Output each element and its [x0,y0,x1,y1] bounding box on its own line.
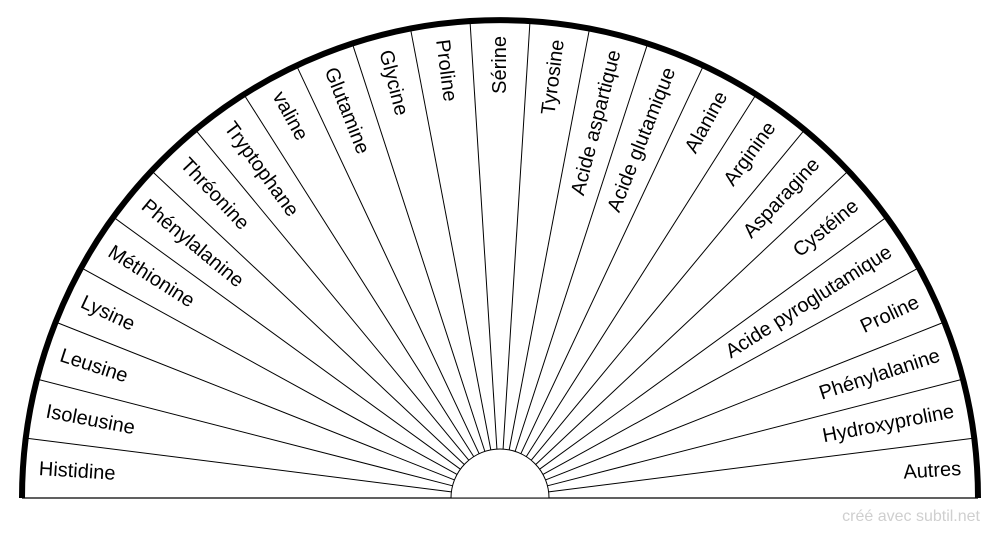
sector-divider [542,268,918,475]
sector-divider [152,171,465,465]
sector-label: Leusine [57,345,130,388]
sector-divider [545,322,943,481]
sector-divider [514,45,648,452]
sector-label: Glutamine [320,64,374,157]
sector-divider [352,45,486,452]
sector-divider [38,379,453,487]
sector-divider [525,95,756,457]
sector-divider [548,437,973,493]
credit-text: créé avec subtil.net [842,508,980,525]
sector-label: Lysine [77,291,138,335]
sector-divider [244,95,475,457]
sector-divider [114,217,461,470]
sector-label: Histidine [38,458,116,485]
sector-divider [539,217,886,470]
sector-label: Proline [857,291,923,337]
sector-divider [296,67,480,454]
sector-label: Thréonine [176,154,254,235]
sector-label: Hydroxyproline [821,401,956,448]
sector-divider [57,322,455,481]
sector-divider [469,22,498,450]
outer-arc [19,17,981,499]
sector-label: Phénylalanine [816,345,942,405]
sector-divider [27,437,452,493]
sector-divider [82,268,458,475]
sector-label: Cystéine [789,195,863,262]
sector-label: Isoleusine [44,401,137,439]
sector-divider [520,67,704,454]
sector-label: Sérine [489,36,511,94]
sector-label: Autres [903,458,962,484]
sector-label: Tyrosine [538,38,569,116]
sector-divider [547,379,962,487]
sector-label: Méthionine [104,241,198,312]
inner-semicircle [450,448,550,499]
sector-divider [196,130,470,461]
sector-label: Arginine [720,118,781,190]
sector-divider [410,30,492,450]
sector-label: Proline [431,38,461,103]
sector-label: Glycine [374,48,412,118]
sector-divider [530,130,804,461]
sector-dividers [27,22,973,493]
sector-labels: Histidine Isoleusine Leusine LysineMéthioni… [38,36,962,485]
sector-divider [502,22,531,450]
sector-divider [535,171,848,465]
sector-divider [508,30,590,450]
sector-label: valine [268,88,312,144]
sector-label: Acide pyroglutamique [722,241,896,363]
